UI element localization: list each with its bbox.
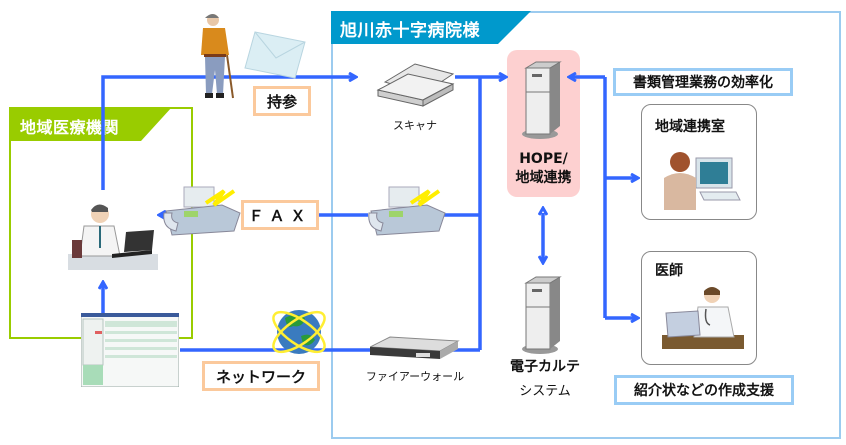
hospital-title-tab [331,11,531,44]
emr-screen-thumbnail [81,313,179,387]
clinic-doctor-icon [68,204,158,270]
clinic-title-tab [9,107,172,141]
hospital-title: 旭川赤十字病院様 [340,21,480,41]
emr-label-line1: 電子カルテ [510,359,580,375]
hospital-fax-icon [368,186,446,236]
fax-label: ＦＡＸ [241,200,319,230]
network-label: ネットワーク [202,361,320,391]
emr-server-icon [522,276,562,354]
carry-line [101,77,355,190]
clinic-title: 地域医療機関 [20,118,120,137]
role-title-doctor: 医師 [655,263,683,279]
role-box-liaison-office [641,104,757,220]
firewall-icon [370,336,460,359]
benefit-efficiency: 書類管理業務の効率化 [613,68,793,96]
letter-icon [244,31,306,79]
network-globe-icon [272,310,326,354]
liaison-staff-icon [664,152,741,210]
role-title-liaison-office: 地域連携室 [655,119,725,135]
hospital-doctor-icon [662,287,744,349]
hospital-region [331,11,841,439]
clinic-fax-icon [163,186,241,236]
hope-label-line1: HOPE/ [519,151,568,167]
scanner-icon [376,63,455,107]
firewall-label: ファイアーウォール [365,370,465,383]
scanner-label: スキャナ [393,119,437,132]
emr-label-line2: システム [519,384,571,399]
benefit-referral-support: 紹介状などの作成支援 [614,375,794,405]
carry-label: 持参 [253,86,311,116]
hope-label-line2: 地域連携 [515,170,572,186]
patient-icon [201,14,234,99]
hope-server-icon [522,61,562,139]
